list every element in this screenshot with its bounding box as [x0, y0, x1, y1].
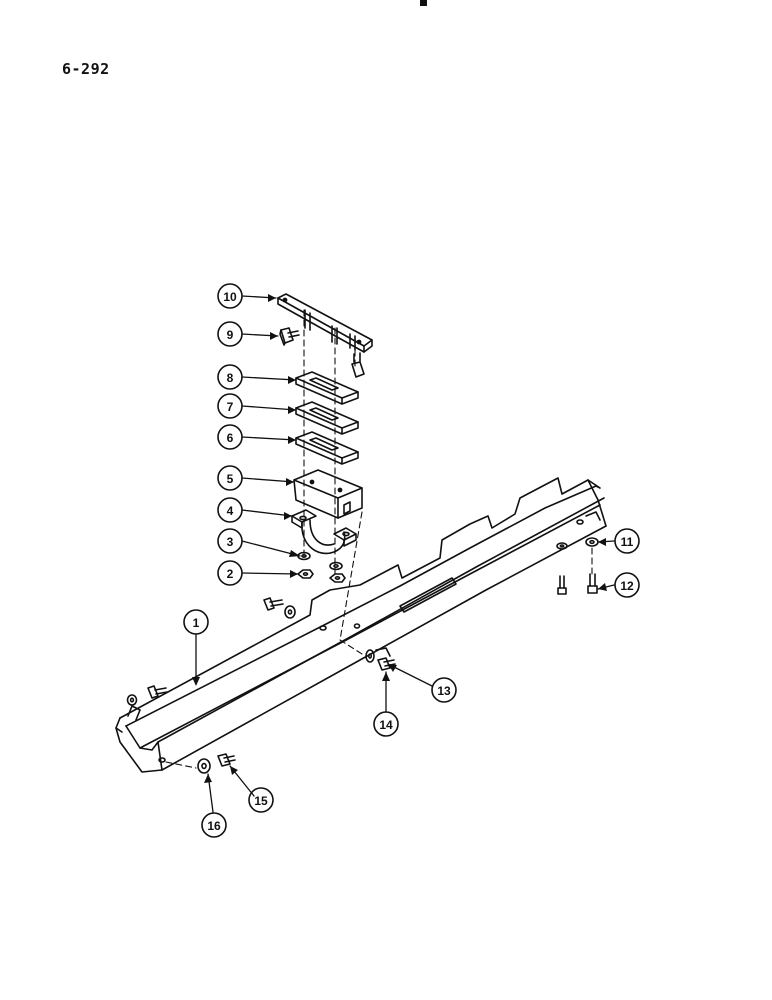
hardware-15-16: [197, 753, 236, 774]
callout-10: 10: [217, 283, 243, 309]
right-hardware: [556, 537, 599, 595]
mount-block-5: [293, 469, 363, 519]
bolt-9: [279, 327, 300, 346]
shim-6: [295, 431, 359, 465]
svg-text:15: 15: [254, 794, 268, 808]
callout-15: 15: [248, 787, 274, 813]
shim-8: [295, 371, 359, 405]
callout-7: 7: [217, 393, 243, 419]
svg-text:7: 7: [227, 400, 234, 414]
callout-13: 13: [431, 677, 457, 703]
bolt-and-washer-left: [126, 685, 168, 706]
top-bar: [277, 293, 373, 353]
svg-text:12: 12: [620, 579, 634, 593]
svg-text:2: 2: [227, 567, 234, 581]
washers-and-nuts: [297, 551, 346, 583]
svg-text:13: 13: [437, 684, 451, 698]
callout-1: 1: [183, 609, 209, 635]
callout-9: 9: [217, 321, 243, 347]
callout-14: 14: [373, 711, 399, 737]
leader-lines: [195, 295, 615, 813]
callouts: 10 9 8 7 6 5 4 3 2 1 11 12 13 14 15 16: [183, 283, 640, 838]
callout-12: 12: [614, 572, 640, 598]
callout-3: 3: [217, 528, 243, 554]
bolt-right: [351, 352, 365, 378]
callout-8: 8: [217, 364, 243, 390]
bolt-and-washer-mid: [263, 597, 296, 619]
svg-text:14: 14: [379, 718, 393, 732]
channel-rail: [115, 477, 607, 773]
page-top-mark: [420, 0, 427, 6]
svg-text:5: 5: [227, 472, 234, 486]
leader-arrowheads: [192, 294, 607, 783]
svg-text:1: 1: [193, 616, 200, 630]
svg-text:9: 9: [227, 328, 234, 342]
callout-6: 6: [217, 424, 243, 450]
svg-text:6: 6: [227, 431, 234, 445]
svg-text:3: 3: [227, 535, 234, 549]
callout-2: 2: [217, 560, 243, 586]
page-number: 6-292: [62, 60, 110, 78]
clamp-4: [291, 509, 357, 555]
callout-4: 4: [217, 497, 243, 523]
callout-11: 11: [614, 528, 640, 554]
svg-text:8: 8: [227, 371, 234, 385]
svg-text:4: 4: [227, 504, 234, 518]
callout-5: 5: [217, 465, 243, 491]
assembly-lines: [165, 309, 593, 769]
svg-text:11: 11: [621, 535, 634, 549]
hardware-13-14: [365, 647, 396, 671]
svg-text:10: 10: [223, 290, 237, 304]
shim-7: [295, 401, 359, 435]
callout-16: 16: [201, 812, 227, 838]
svg-text:16: 16: [207, 819, 221, 833]
